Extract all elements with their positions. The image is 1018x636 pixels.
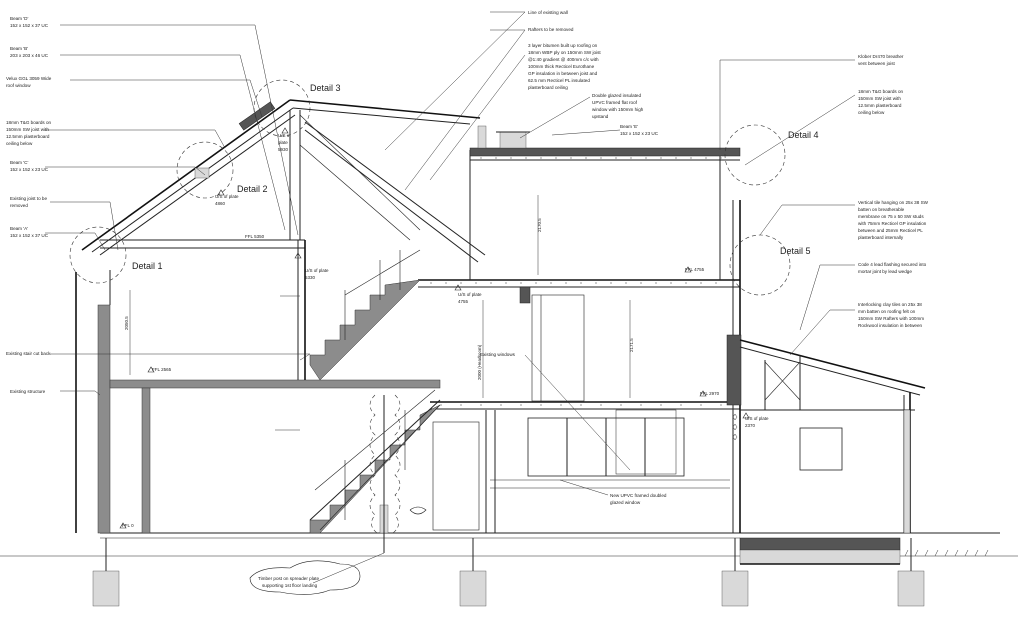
detail-4-label: Detail 4 bbox=[788, 130, 819, 140]
timber-post-note-cloud bbox=[249, 560, 361, 595]
detail-2-label: Detail 2 bbox=[237, 184, 268, 194]
note-beam-a: Beam 'A' 152 x 152 x 37 UC bbox=[10, 226, 49, 238]
right-leaders bbox=[312, 11, 856, 584]
door bbox=[432, 421, 480, 531]
note-beam-c: Beam 'C' 152 x 152 x 23 UC bbox=[10, 160, 49, 172]
note-boards-right: 18mm T&G boards on 150mm SW joist with 1… bbox=[858, 89, 904, 115]
note-existing-stair: Existing stair cut back bbox=[6, 351, 51, 356]
dimension-lines bbox=[129, 195, 631, 398]
level-uos-5330: U/S of plate 5330 bbox=[305, 268, 330, 280]
right-window bbox=[799, 427, 843, 471]
flat-roof bbox=[469, 125, 741, 161]
note-existing-wall: Line of existing wall bbox=[528, 10, 568, 15]
staircase bbox=[309, 249, 441, 534]
note-beam-b: Beam 'B' 203 x 203 x 46 UC bbox=[10, 46, 49, 58]
dim-2000: 2000 (Headroom) bbox=[477, 344, 482, 380]
note-interlocking: Interlocking clay tiles on 25x 38 mm bat… bbox=[858, 302, 925, 328]
note-tile-hanging: Vertical tile hanging on 25x 38 SW batte… bbox=[858, 200, 929, 240]
note-timber-post: Timber post on spreader plate supporting… bbox=[258, 576, 320, 588]
note-existing-structure: Existing structure bbox=[10, 389, 46, 394]
right-single-storey bbox=[739, 339, 926, 534]
note-existing-joist: Existing joist to be removed bbox=[10, 196, 48, 208]
level-uos-4755: U/S of plate 4755 bbox=[458, 292, 483, 304]
dim-2170: 2170.5 bbox=[537, 218, 542, 232]
wc bbox=[409, 506, 427, 515]
note-boards-left: 18mm T&G boards on 150mm SW joist with 1… bbox=[6, 120, 52, 146]
detail-3-circle bbox=[253, 79, 311, 137]
detail-5-circle bbox=[729, 234, 791, 296]
detail-3-label: Detail 3 bbox=[310, 83, 341, 93]
note-klober: Klober Dr470 breather vent between joist bbox=[858, 54, 905, 66]
foundation-pad-2 bbox=[459, 570, 487, 607]
first-floor-structure bbox=[418, 150, 742, 533]
note-velux: Velux GGL 3059 Wide roof window bbox=[6, 76, 53, 88]
note-beam-d: Beam 'D' 152 x 152 x 37 UC bbox=[10, 16, 49, 28]
level-markers bbox=[119, 127, 750, 529]
level-ffl-2970: FFL 2970 bbox=[700, 391, 720, 396]
note-bitumen: 3 layer bitumen built up roofing on 18mm… bbox=[528, 43, 602, 90]
level-uos-5930: U/S of plate 5930 bbox=[278, 133, 292, 152]
existing-floor-slab bbox=[109, 379, 441, 389]
note-rooflight: Double glazed insulated UPVC framed flat… bbox=[592, 93, 645, 119]
detail-circles bbox=[69, 79, 791, 296]
level-ffl-5350: FFL 5350 bbox=[245, 234, 265, 239]
foundation-pad-1 bbox=[92, 570, 120, 607]
left-leaders bbox=[45, 24, 311, 396]
left-pitched-roof bbox=[81, 99, 481, 256]
detail-1-circle bbox=[69, 226, 127, 284]
detail-5-label: Detail 5 bbox=[780, 246, 811, 256]
detail-1-label: Detail 1 bbox=[132, 261, 163, 271]
level-ffl-2565: FFL 2565 bbox=[152, 367, 172, 372]
level-uos-2370: U/S of plate 2370 bbox=[745, 416, 770, 428]
detail-4-circle bbox=[724, 124, 786, 186]
level-ticks bbox=[275, 295, 738, 441]
foundation-pad-3 bbox=[721, 570, 749, 607]
level-uos-4860: U/S of plate 4860 bbox=[215, 194, 240, 206]
dim-2050: 2050.5 bbox=[124, 316, 129, 330]
slab-hardcore bbox=[739, 537, 901, 551]
flat-roof-window bbox=[499, 131, 527, 149]
dim-2171: 2171.5 bbox=[629, 338, 634, 352]
level-ffl-4755: FFL 4755 bbox=[685, 267, 705, 272]
note-new-upvc: New UPVC framed doubled glazed window bbox=[610, 493, 668, 505]
note-rafters: Rafters to be removed bbox=[528, 27, 574, 32]
ground-floor-openings bbox=[432, 294, 730, 533]
note-code4: Code 4 lead flashing secured into mortar… bbox=[858, 262, 927, 274]
ground-and-foundations bbox=[0, 532, 1018, 607]
existing-left-structure bbox=[75, 239, 441, 534]
level-ffl-0: FFL 0 bbox=[122, 523, 134, 528]
tile-hanging-panel bbox=[726, 334, 742, 406]
note-existing-windows: Existing windows bbox=[480, 352, 516, 357]
detail-2-circle bbox=[176, 141, 234, 199]
timber-post-cloud bbox=[249, 394, 401, 595]
note-beam-e: Beam 'E' 152 x 152 x 23 UC bbox=[620, 124, 659, 136]
foundation-pad-4 bbox=[897, 570, 925, 607]
